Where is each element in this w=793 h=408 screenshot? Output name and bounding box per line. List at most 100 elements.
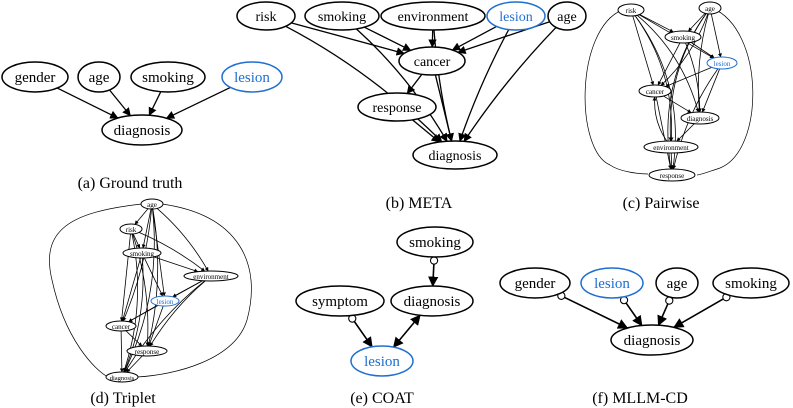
node-cancer: cancer: [638, 84, 672, 98]
edge-age-to-diagnosis: [697, 13, 709, 113]
edge-smoking-to-diagnosis: [148, 91, 162, 117]
node-gender: gender: [1, 61, 69, 93]
node-label: environment: [398, 10, 469, 25]
edge-environment-to-response: [149, 280, 206, 347]
panel-e-coat: smoking symptom diagnosis lesion (e) COA…: [295, 226, 474, 407]
edge-smoking-to-diagnosis: [428, 264, 439, 288]
node-label: age: [667, 276, 688, 292]
node-lesion: lesion: [150, 295, 180, 307]
node-smoking: smoking: [122, 247, 162, 259]
node-risk: risk: [119, 223, 143, 235]
edge-smoking-to-cancer: [121, 257, 141, 322]
node-label: diagnosis: [624, 333, 681, 349]
edge-environment-to-diagnosis: [433, 29, 454, 142]
panel-b-meta: risk smoking environment lesion age canc…: [236, 1, 587, 212]
edge-cancer-to-response: [125, 330, 143, 347]
node-label: lesion: [364, 354, 400, 370]
edge-age-to-response: [147, 208, 159, 347]
node-label: cancer: [112, 323, 131, 331]
edge-lesion-to-cancer: [451, 25, 497, 51]
node-diagnosis: diagnosis: [101, 114, 183, 146]
node-cancer: cancer: [105, 320, 137, 332]
edge-diagnosis-to-lesion: [392, 314, 421, 348]
panel-a-ground-truth: gender age smoking lesion diagnosis (a) …: [1, 61, 283, 192]
edge-risk-to-cancer: [632, 15, 655, 86]
panel-caption: (d) Triplet: [90, 390, 156, 407]
edge-smoking-to-environment: [153, 256, 199, 273]
edge-lesion-to-cancer: [128, 304, 158, 323]
panel-d-triplet: age risk smoking environment lesion canc…: [49, 198, 252, 407]
panel-caption: (f) MLLM-CD: [592, 390, 688, 407]
edge-symptom-to-lesion: [353, 321, 373, 348]
node-environment: environment: [643, 140, 699, 154]
edge-environment-to-diagnosis: [124, 280, 206, 373]
node-label: smoking: [409, 235, 461, 251]
edge-cancer-to-diagnosis: [119, 330, 124, 373]
edge-boundary: [136, 203, 252, 378]
node-age: age: [77, 61, 121, 93]
node-response: response: [648, 168, 696, 182]
node-label: diagnosis: [429, 149, 482, 164]
node-label: response: [135, 348, 160, 356]
edge-boundary: [49, 203, 143, 378]
panel-c-pairwise: risk age smoking lesion cancer diagnosis…: [584, 1, 754, 212]
edge-response-to-diagnosis: [126, 355, 143, 373]
edge-risk-to-diagnosis: [285, 25, 443, 143]
edge-environment-to-cancer: [652, 96, 668, 142]
edge-lesion-to-diagnosis: [165, 86, 231, 119]
edge-age-to-diagnosis: [657, 303, 669, 327]
edge-risk-to-cancer: [119, 233, 131, 322]
panel-caption: (c) Pairwise: [623, 195, 700, 212]
edge-age-to-diagnosis: [463, 26, 557, 143]
edge-smoking-to-lesion: [144, 257, 163, 297]
edge-smoking-to-cancer: [364, 26, 412, 51]
node-label: smoking: [725, 276, 777, 292]
edge-lesion-to-diagnosis: [701, 68, 721, 113]
panel-caption: (a) Ground truth: [78, 175, 183, 192]
node-label: age: [557, 10, 576, 25]
node-label: diagnosis: [404, 294, 461, 310]
node-label: risk: [626, 7, 637, 15]
node-symptom: symptom: [295, 285, 385, 317]
node-environment: environment: [380, 1, 486, 31]
node-label: smoking: [130, 250, 155, 258]
node-diagnosis: diagnosis: [680, 111, 720, 125]
edge-age-to-risk: [134, 208, 149, 225]
node-age: age: [698, 1, 722, 15]
edge-risk-to-response: [132, 233, 150, 347]
edge-age-to-cancer: [660, 13, 709, 86]
node-label: smoking: [671, 34, 696, 42]
panel-caption: (e) COAT: [350, 390, 414, 407]
node-lesion: lesion: [486, 1, 546, 31]
node-lesion: lesion: [221, 61, 283, 93]
node-risk: risk: [236, 1, 296, 31]
node-age: age: [655, 267, 699, 299]
edge-boundary: [696, 7, 754, 176]
node-label: diagnosis: [110, 375, 135, 382]
edge-risk-to-smoking: [132, 233, 141, 249]
edge-risk-to-environment: [138, 232, 206, 272]
node-label: response: [373, 101, 422, 116]
node-diagnosis: diagnosis: [105, 371, 139, 383]
edge-lesion-to-diagnosis: [458, 29, 510, 142]
node-label: lesion: [714, 60, 731, 68]
edge-smoking-to-diagnosis: [123, 257, 144, 373]
node-label: lesion: [157, 298, 174, 306]
edge-smoking-to-diagnosis: [673, 298, 724, 329]
edge-risk-to-diagnosis: [636, 14, 700, 113]
node-diagnosis: diagnosis: [390, 285, 474, 317]
node-label: lesion: [234, 70, 270, 86]
node-label: lesion: [499, 10, 532, 25]
edge-risk-to-smoking: [639, 14, 674, 33]
node-diagnosis: diagnosis: [610, 324, 694, 356]
node-smoking: smoking: [712, 267, 790, 299]
node-smoking: smoking: [130, 61, 206, 93]
node-smoking: smoking: [304, 1, 380, 31]
edge-smoking-to-cancer: [657, 42, 681, 86]
node-label: cancer: [414, 55, 451, 70]
node-response: response: [126, 345, 168, 357]
node-label: gender: [515, 276, 556, 292]
edge-lesion-to-diagnosis: [625, 302, 643, 327]
node-label: environment: [193, 273, 228, 281]
node-cancer: cancer: [398, 46, 466, 76]
